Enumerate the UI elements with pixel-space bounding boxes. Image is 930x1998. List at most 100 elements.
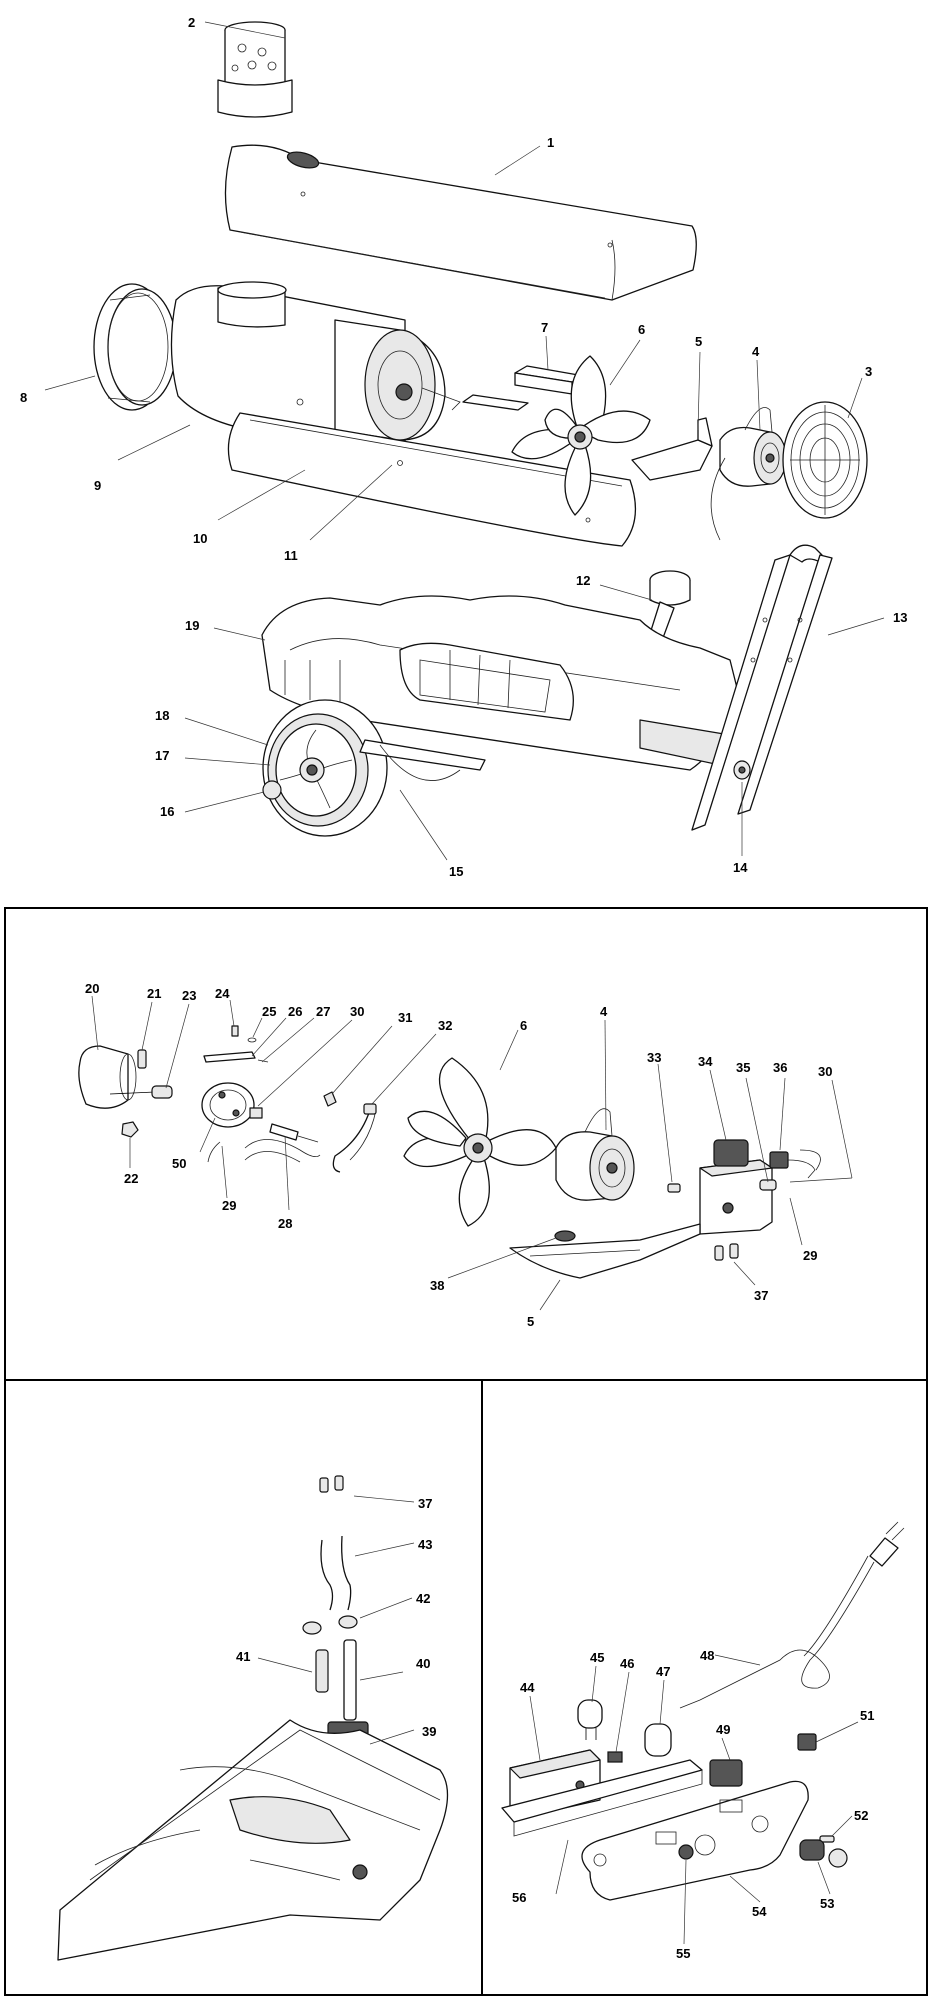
callout-29: 29 — [222, 1198, 236, 1213]
part-16-wheel-cap — [262, 780, 282, 800]
callout-6: 6 — [638, 322, 645, 337]
part-37-screws — [714, 1243, 739, 1261]
callouts-bottom-left: 37 43 42 41 40 39 — [236, 1496, 436, 1739]
part-20-nozzle-cup — [78, 1045, 156, 1109]
part-6-fan-blade — [403, 1057, 557, 1227]
part-22-nut — [121, 1121, 139, 1138]
callout-20: 20 — [85, 981, 99, 996]
part-50-burner-head — [201, 1082, 263, 1128]
callout-54: 54 — [752, 1904, 767, 1919]
fuel-tank-detail-view — [57, 1475, 449, 1961]
part-56-base-plate — [501, 1759, 703, 1837]
part-6-fan — [511, 355, 651, 516]
callout-43: 43 — [418, 1537, 432, 1552]
callout-4: 4 — [752, 344, 760, 359]
callout-36: 36 — [773, 1060, 787, 1075]
leader-lines-bottom-right — [529, 1654, 859, 1945]
callout-23: 23 — [182, 988, 196, 1003]
heater-assembly-view — [93, 21, 868, 837]
leader-lines-bottom-left — [257, 1495, 415, 1745]
part-52-knob-pin — [819, 1835, 835, 1843]
part-54-control-panel — [581, 1780, 809, 1901]
callout-31: 31 — [398, 1010, 412, 1025]
part-30-fuel-line — [799, 1149, 821, 1171]
part-3-rear-guard — [782, 401, 868, 519]
callout-1: 1 — [547, 135, 554, 150]
callout-37-tank: 37 — [418, 1496, 432, 1511]
callout-50: 50 — [172, 1156, 186, 1171]
part-31-sensor — [323, 1091, 337, 1107]
part-42-grommets — [302, 1615, 358, 1635]
callout-5-detail: 5 — [527, 1314, 534, 1329]
callout-52: 52 — [854, 1808, 868, 1823]
part-26-electrode-plate — [203, 1051, 256, 1063]
part-53-knob — [799, 1839, 848, 1868]
combustion-chamber — [170, 281, 461, 456]
part-47-cylinder — [644, 1723, 672, 1757]
part-21-nozzle — [137, 1049, 147, 1069]
part-14-nut — [733, 760, 751, 780]
part-4-motor — [710, 407, 787, 541]
callout-3: 3 — [865, 364, 872, 379]
callout-55: 55 — [676, 1946, 690, 1961]
callout-2: 2 — [188, 15, 195, 30]
callout-46: 46 — [620, 1656, 634, 1671]
part-45-capacitor — [577, 1699, 603, 1740]
part-33-fitting — [667, 1183, 681, 1193]
fuel-tank-body — [57, 1719, 449, 1961]
callout-39: 39 — [422, 1724, 436, 1739]
callout-27: 27 — [316, 1004, 330, 1019]
callout-5: 5 — [695, 334, 702, 349]
callouts-top: 2 1 3 4 5 6 7 8 9 10 11 12 13 14 15 16 1… — [20, 15, 907, 879]
part-37-bleed-screws — [319, 1475, 344, 1493]
callout-45: 45 — [590, 1650, 604, 1665]
leader-lines-middle — [91, 995, 853, 1311]
callout-19: 19 — [185, 618, 199, 633]
part-10-bottom-shell — [227, 412, 636, 547]
part-2-chimney-cap — [217, 21, 293, 118]
callout-12: 12 — [576, 573, 590, 588]
part-5-bracket-detail — [509, 1223, 701, 1279]
callout-24: 24 — [215, 986, 230, 1001]
callouts-middle: 20 21 23 24 25 26 27 30 31 32 6 4 33 34 … — [85, 981, 832, 1329]
part-29-hose — [207, 1139, 321, 1163]
part-38-grommet — [554, 1230, 576, 1242]
callout-15: 15 — [449, 864, 463, 879]
part-23-fitting — [151, 1085, 173, 1099]
callout-18: 18 — [155, 708, 169, 723]
callout-49: 49 — [716, 1722, 730, 1737]
callout-33: 33 — [647, 1050, 661, 1065]
burner-pump-view — [78, 1025, 821, 1279]
callout-22: 22 — [124, 1171, 138, 1186]
callout-56: 56 — [512, 1890, 526, 1905]
callout-25: 25 — [262, 1004, 276, 1019]
part-46-terminal — [607, 1751, 623, 1763]
leader-lines-top — [44, 21, 885, 861]
part-49-switch — [709, 1759, 743, 1787]
callout-14: 14 — [733, 860, 748, 875]
callout-11: 11 — [284, 548, 298, 563]
part-35-valve — [759, 1179, 777, 1191]
callout-26: 26 — [288, 1004, 302, 1019]
part-55-thermostat — [678, 1844, 694, 1860]
part-8-front-ring — [93, 283, 177, 411]
callout-6-detail: 6 — [520, 1018, 527, 1033]
callout-53: 53 — [820, 1896, 834, 1911]
part-36-connector — [769, 1151, 816, 1179]
callout-13: 13 — [893, 610, 907, 625]
callout-41: 41 — [236, 1649, 250, 1664]
callout-9: 9 — [94, 478, 101, 493]
part-32-cable — [332, 1103, 377, 1173]
electrical-detail-view — [501, 1521, 905, 1901]
callout-8: 8 — [20, 390, 27, 405]
callout-30: 30 — [350, 1004, 364, 1019]
callout-16: 16 — [160, 804, 174, 819]
section-frames — [4, 907, 928, 1996]
callout-35: 35 — [736, 1060, 750, 1075]
callout-21: 21 — [147, 986, 161, 1001]
callout-51: 51 — [860, 1708, 874, 1723]
part-40-filter-tube — [343, 1639, 357, 1721]
callout-29-detail: 29 — [803, 1248, 817, 1263]
callout-30-detail: 30 — [818, 1064, 832, 1079]
